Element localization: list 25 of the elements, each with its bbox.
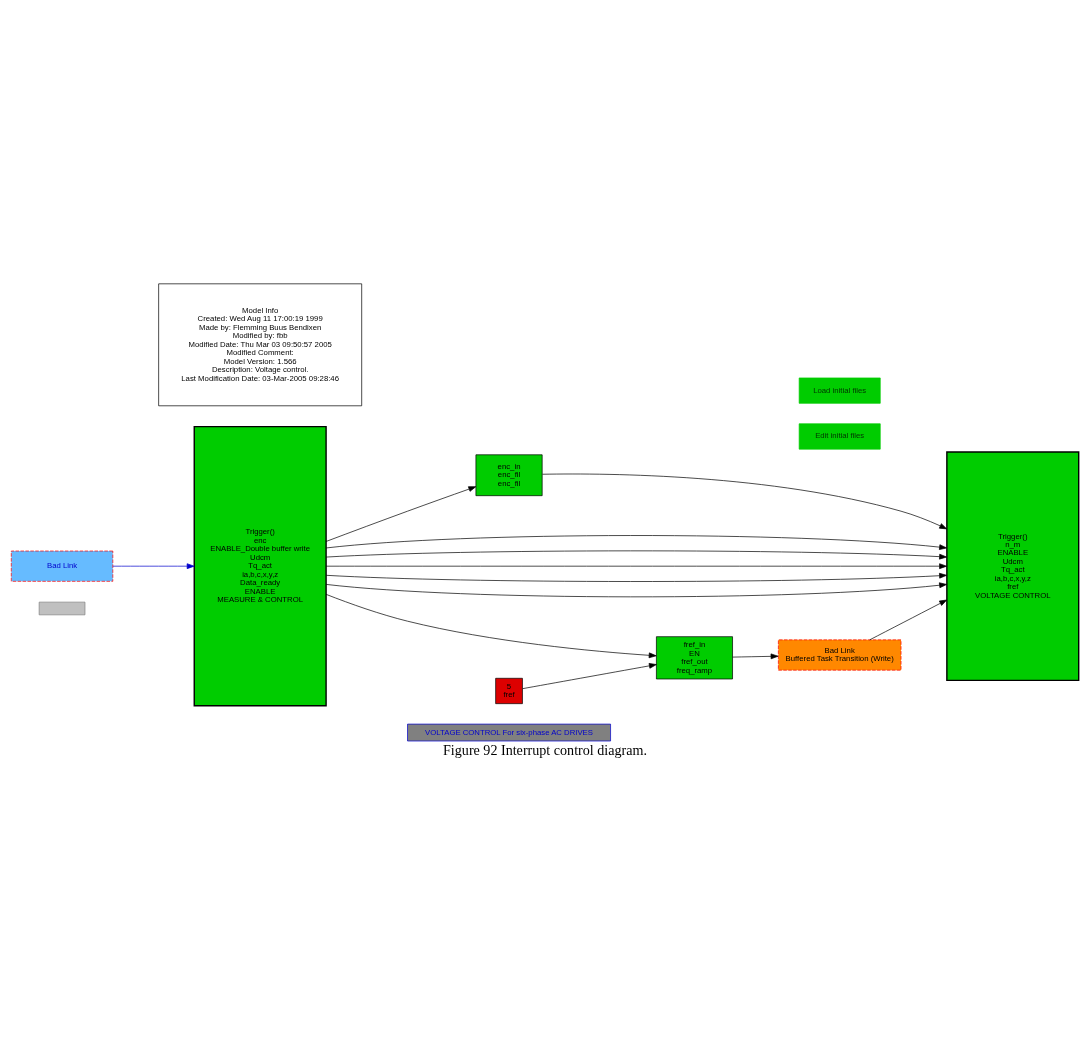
arrow (325, 582, 947, 598)
node-box: Trigger() enc ENABLE_Double buffer write Udcm Tq_act ia,b,c,x,y,z Data_ready ENABLE MEASURE & CONTROL (193, 425, 327, 707)
arrow (325, 535, 947, 550)
caption: Figure 92 Interrupt control diagram. (443, 742, 647, 759)
node-box: Model Info Created: Wed Aug 11 17:00:19 1999 Made by: Flemming Buus Bendixen Modified by: fbb Modified Date: Thu Mar 03 09:50:57 2005 Modified Comment: Model Version: 1.566 Description: Voltage control. Last Modification Date: 03-Mar-2005 09:28:46 (158, 283, 363, 407)
node-box: Trigger() n_m ENABLE Udcm Tq_act ia,b,c,x,y,z fref VOLTAGE CONTROL (946, 451, 1080, 682)
arrow (325, 486, 477, 542)
node-box (38, 601, 86, 616)
node-box: Edit initial files (798, 423, 881, 450)
arrow (325, 593, 657, 659)
arrow (732, 653, 779, 660)
arrow (325, 563, 947, 569)
node-box: VOLTAGE CONTROL For six-phase AC DRIVES (407, 723, 611, 742)
node-box: fref_in EN fref_out freq_ramp (656, 636, 733, 680)
node-box: Bad Link (10, 550, 114, 582)
node-box: 5 fref (495, 677, 523, 704)
arrow (325, 572, 947, 582)
arrow (522, 663, 657, 689)
arrow (542, 473, 948, 530)
arrow (112, 563, 195, 569)
node-box: Load initial files (798, 377, 881, 404)
arrow (325, 550, 947, 560)
node-box: Bad Link Buffered Task Transition (Write) (778, 639, 902, 671)
arrow (869, 599, 948, 641)
node-box: enc_in enc_fil enc_fil (475, 454, 543, 497)
